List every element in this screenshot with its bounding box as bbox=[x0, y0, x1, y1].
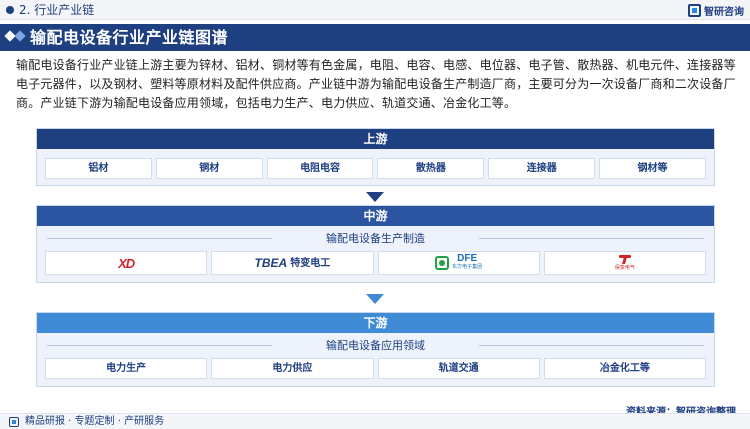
midstream-header: 中游 bbox=[37, 206, 714, 226]
downstream-item: 电力生产 bbox=[45, 358, 208, 379]
downstream-items: 电力生产 电力供应 轨道交通 冶金化工等 bbox=[37, 358, 714, 379]
upstream-items: 铝材 铜材 电阻电容 散热器 连接器 钢材等 bbox=[37, 158, 714, 179]
downstream-item: 轨道交通 bbox=[377, 358, 540, 379]
tbea-logo: TBEA 特变电工 bbox=[255, 254, 331, 273]
upstream-item: 铜材 bbox=[155, 158, 263, 179]
brand-logo: 智研咨询 bbox=[688, 3, 744, 18]
downstream-sub-label: 输配电设备应用领域 bbox=[37, 338, 714, 353]
arrow-down-icon bbox=[366, 294, 384, 304]
top-bar: 2. 行业产业链 智研咨询 bbox=[0, 0, 750, 20]
downstream-header: 下游 bbox=[37, 313, 714, 333]
dfe-logo-icon bbox=[435, 256, 450, 270]
footer-logo-icon bbox=[9, 417, 19, 427]
baobian-logo-icon bbox=[618, 254, 632, 264]
midstream-panel: 中游 输配电设备生产制造 XD TBEA 特变电工 DFE 东方电子集团 保变 bbox=[36, 205, 715, 283]
brand-card-dfe: DFE 东方电子集团 bbox=[377, 251, 540, 275]
footer-text: 精品研报 · 专题定制 · 产研服务 bbox=[25, 416, 165, 427]
bullet-icon bbox=[6, 6, 14, 14]
midstream-brands: XD TBEA 特变电工 DFE 东方电子集团 保变电气 bbox=[37, 251, 714, 275]
upstream-panel: 上游 铝材 铜材 电阻电容 散热器 连接器 钢材等 bbox=[36, 128, 715, 186]
page-title: 输配电设备行业产业链图谱 bbox=[30, 28, 229, 47]
tbea-logo-en: TBEA bbox=[254, 255, 288, 270]
downstream-item: 冶金化工等 bbox=[543, 358, 706, 379]
baobian-logo-cn: 保变电气 bbox=[614, 265, 635, 271]
dfe-logo-en: DFE bbox=[457, 253, 478, 264]
footer-bar: 精品研报 · 专题定制 · 产研服务 bbox=[0, 413, 750, 429]
section-title: 2. 行业产业链 bbox=[19, 3, 95, 17]
brand-card-xd: XD bbox=[45, 251, 208, 275]
logo-icon bbox=[688, 3, 701, 17]
upstream-item: 铝材 bbox=[45, 158, 152, 179]
upstream-item: 钢材等 bbox=[599, 158, 706, 179]
dfe-logo: DFE 东方电子集团 bbox=[435, 254, 482, 272]
downstream-panel: 下游 输配电设备应用领域 电力生产 电力供应 轨道交通 冶金化工等 bbox=[36, 312, 715, 387]
arrow-down-icon bbox=[366, 192, 384, 202]
baobian-logo: 保变电气 bbox=[615, 254, 635, 272]
source-note: 资料来源：智研咨询整理 bbox=[626, 403, 736, 418]
upstream-item: 散热器 bbox=[377, 158, 485, 179]
upstream-item: 连接器 bbox=[488, 158, 596, 179]
upstream-header: 上游 bbox=[37, 129, 714, 149]
dfe-logo-cn: 东方电子集团 bbox=[452, 264, 483, 270]
title-bar: 输配电设备行业产业链图谱 bbox=[0, 24, 750, 51]
brand-card-baobian: 保变电气 bbox=[543, 251, 706, 275]
intro-paragraph: 输配电设备行业产业链上游主要为锌材、铝材、铜材等有色金属，电阻、电容、电感、电位… bbox=[16, 58, 736, 110]
brand-card-tbea: TBEA 特变电工 bbox=[211, 251, 374, 275]
upstream-item: 电阻电容 bbox=[266, 158, 374, 179]
xd-logo: XD bbox=[118, 255, 135, 271]
midstream-sub-label: 输配电设备生产制造 bbox=[37, 231, 714, 246]
tbea-logo-cn: 特变电工 bbox=[290, 257, 331, 269]
downstream-item: 电力供应 bbox=[211, 358, 374, 379]
logo-text: 智研咨询 bbox=[704, 6, 744, 18]
diamond-icon bbox=[4, 30, 26, 42]
